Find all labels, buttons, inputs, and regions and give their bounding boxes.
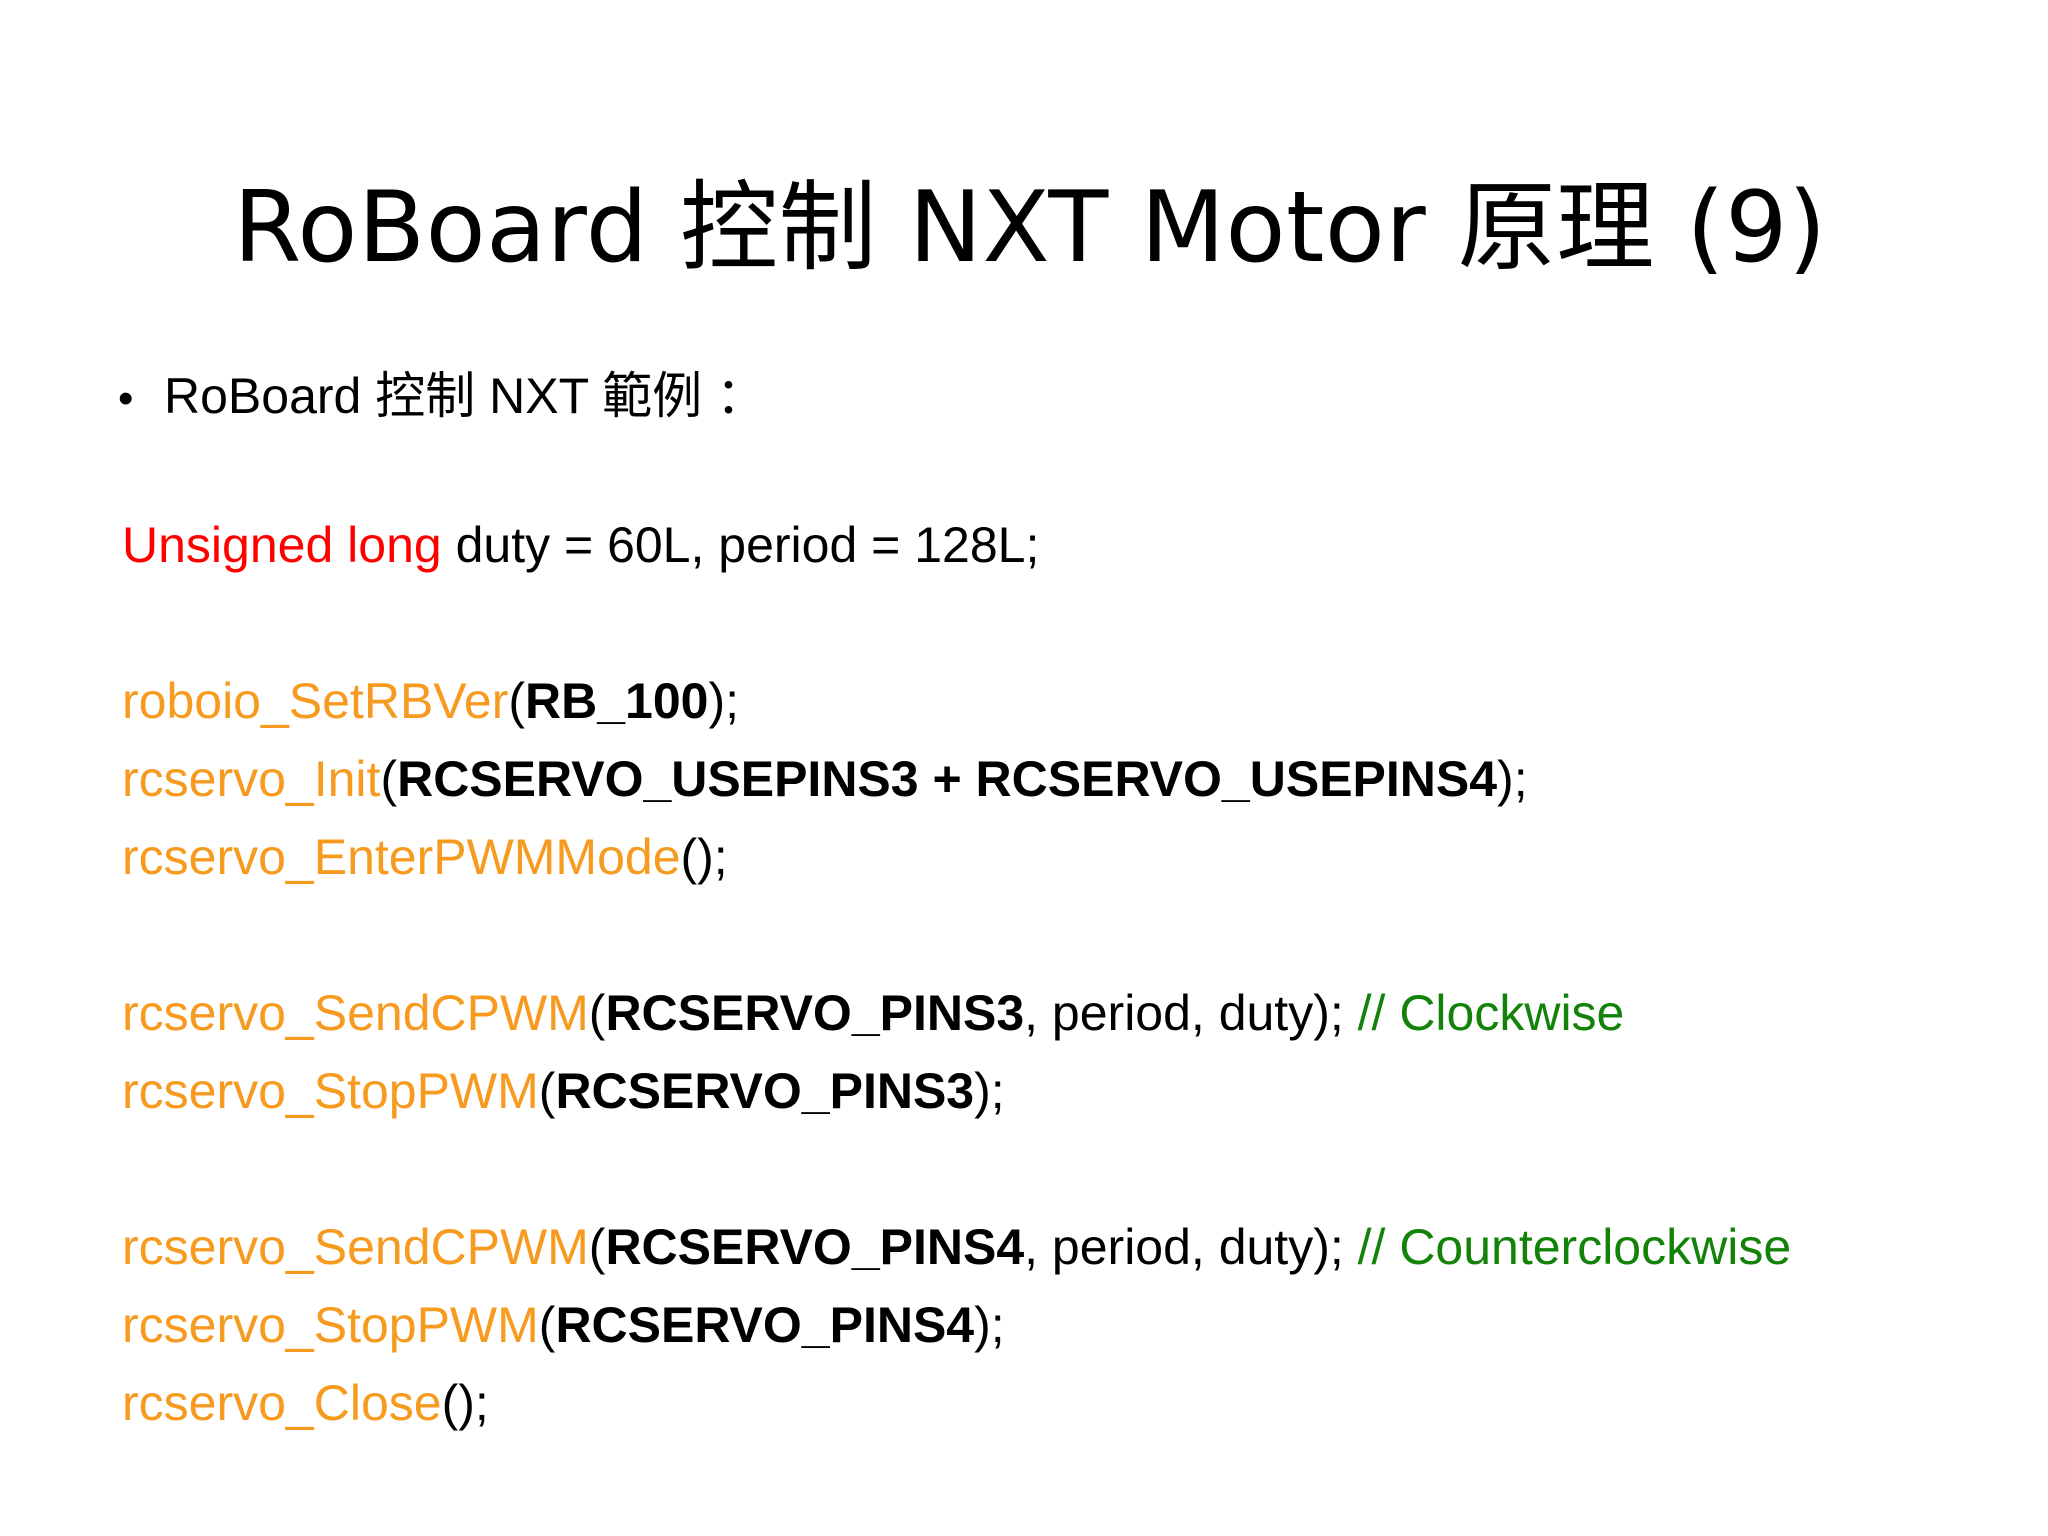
punctuation-token: ( — [588, 1219, 606, 1275]
code-sample-block: Unsigned long duty = 60L, period = 128L;… — [122, 506, 1982, 1442]
punctuation-token: ( — [588, 985, 606, 1041]
argument-token: RCSERVO_USEPINS3 + RCSERVO_USEPINS4 — [397, 751, 1498, 807]
line-blank-1 — [122, 584, 1982, 662]
argument-token: RCSERVO_PINS4 — [555, 1297, 975, 1353]
function-name-token: rcservo_SendCPWM — [122, 985, 589, 1041]
line-init: rcservo_Init(RCSERVO_USEPINS3 + RCSERVO_… — [122, 740, 1982, 818]
argument-token: RCSERVO_PINS4 — [605, 1219, 1025, 1275]
argument-token: RCSERVO_PINS3 — [605, 985, 1025, 1041]
function-name-token: rcservo_Close — [122, 1375, 442, 1431]
function-name-token: rcservo_Init — [122, 751, 381, 807]
keyword-token: Unsigned long — [122, 517, 442, 573]
line-sendcpwm-pins4: rcservo_SendCPWM(RCSERVO_PINS4, period, … — [122, 1208, 1982, 1286]
punctuation-token: ); — [974, 1297, 1005, 1353]
line-blank-3 — [122, 1130, 1982, 1208]
line-enterpwmmode: rcservo_EnterPWMMode(); — [122, 818, 1982, 896]
punctuation-token: duty = 60L, period = 128L; — [441, 517, 1040, 573]
argument-token: RCSERVO_PINS3 — [555, 1063, 975, 1119]
line-stoppwm-pins3: rcservo_StopPWM(RCSERVO_PINS3); — [122, 1052, 1982, 1130]
line-sendcpwm-pins3: rcservo_SendCPWM(RCSERVO_PINS3, period, … — [122, 974, 1982, 1052]
function-name-token: roboio_SetRBVer — [122, 673, 509, 729]
punctuation-token: ); — [708, 673, 740, 729]
line-setrbver: roboio_SetRBVer(RB_100); — [122, 662, 1982, 740]
line-close: rcservo_Close(); — [122, 1364, 1982, 1442]
bullet-item-label: RoBoard 控制 NXT 範例 ： — [164, 368, 767, 424]
line-declaration: Unsigned long duty = 60L, period = 128L; — [122, 506, 1982, 584]
punctuation-token: , period, duty); — [1024, 985, 1358, 1041]
line-blank-2 — [122, 896, 1982, 974]
bullet-marker-icon: • — [118, 374, 134, 423]
comment-token: // Counterclockwise — [1357, 1219, 1792, 1275]
punctuation-token: ( — [538, 1063, 556, 1119]
punctuation-token: (); — [441, 1375, 489, 1431]
punctuation-token: ( — [538, 1297, 556, 1353]
punctuation-token: ); — [974, 1063, 1005, 1119]
line-stoppwm-pins4: rcservo_StopPWM(RCSERVO_PINS4); — [122, 1286, 1982, 1364]
punctuation-token: , period, duty); — [1024, 1219, 1358, 1275]
comment-token: // Clockwise — [1357, 985, 1625, 1041]
punctuation-token: ); — [1497, 751, 1528, 807]
punctuation-token: ( — [508, 673, 526, 729]
function-name-token: rcservo_StopPWM — [122, 1063, 539, 1119]
function-name-token: rcservo_StopPWM — [122, 1297, 539, 1353]
function-name-token: rcservo_EnterPWMMode — [122, 829, 681, 885]
function-name-token: rcservo_SendCPWM — [122, 1219, 589, 1275]
page-title: RoBoard 控制 NXT Motor 原理 (9) — [233, 170, 1827, 285]
argument-token: RB_100 — [525, 673, 709, 729]
bullet-item: • RoBoard 控制 NXT 範例 ： — [118, 366, 766, 426]
punctuation-token: ( — [380, 751, 398, 807]
punctuation-token: (); — [680, 829, 728, 885]
